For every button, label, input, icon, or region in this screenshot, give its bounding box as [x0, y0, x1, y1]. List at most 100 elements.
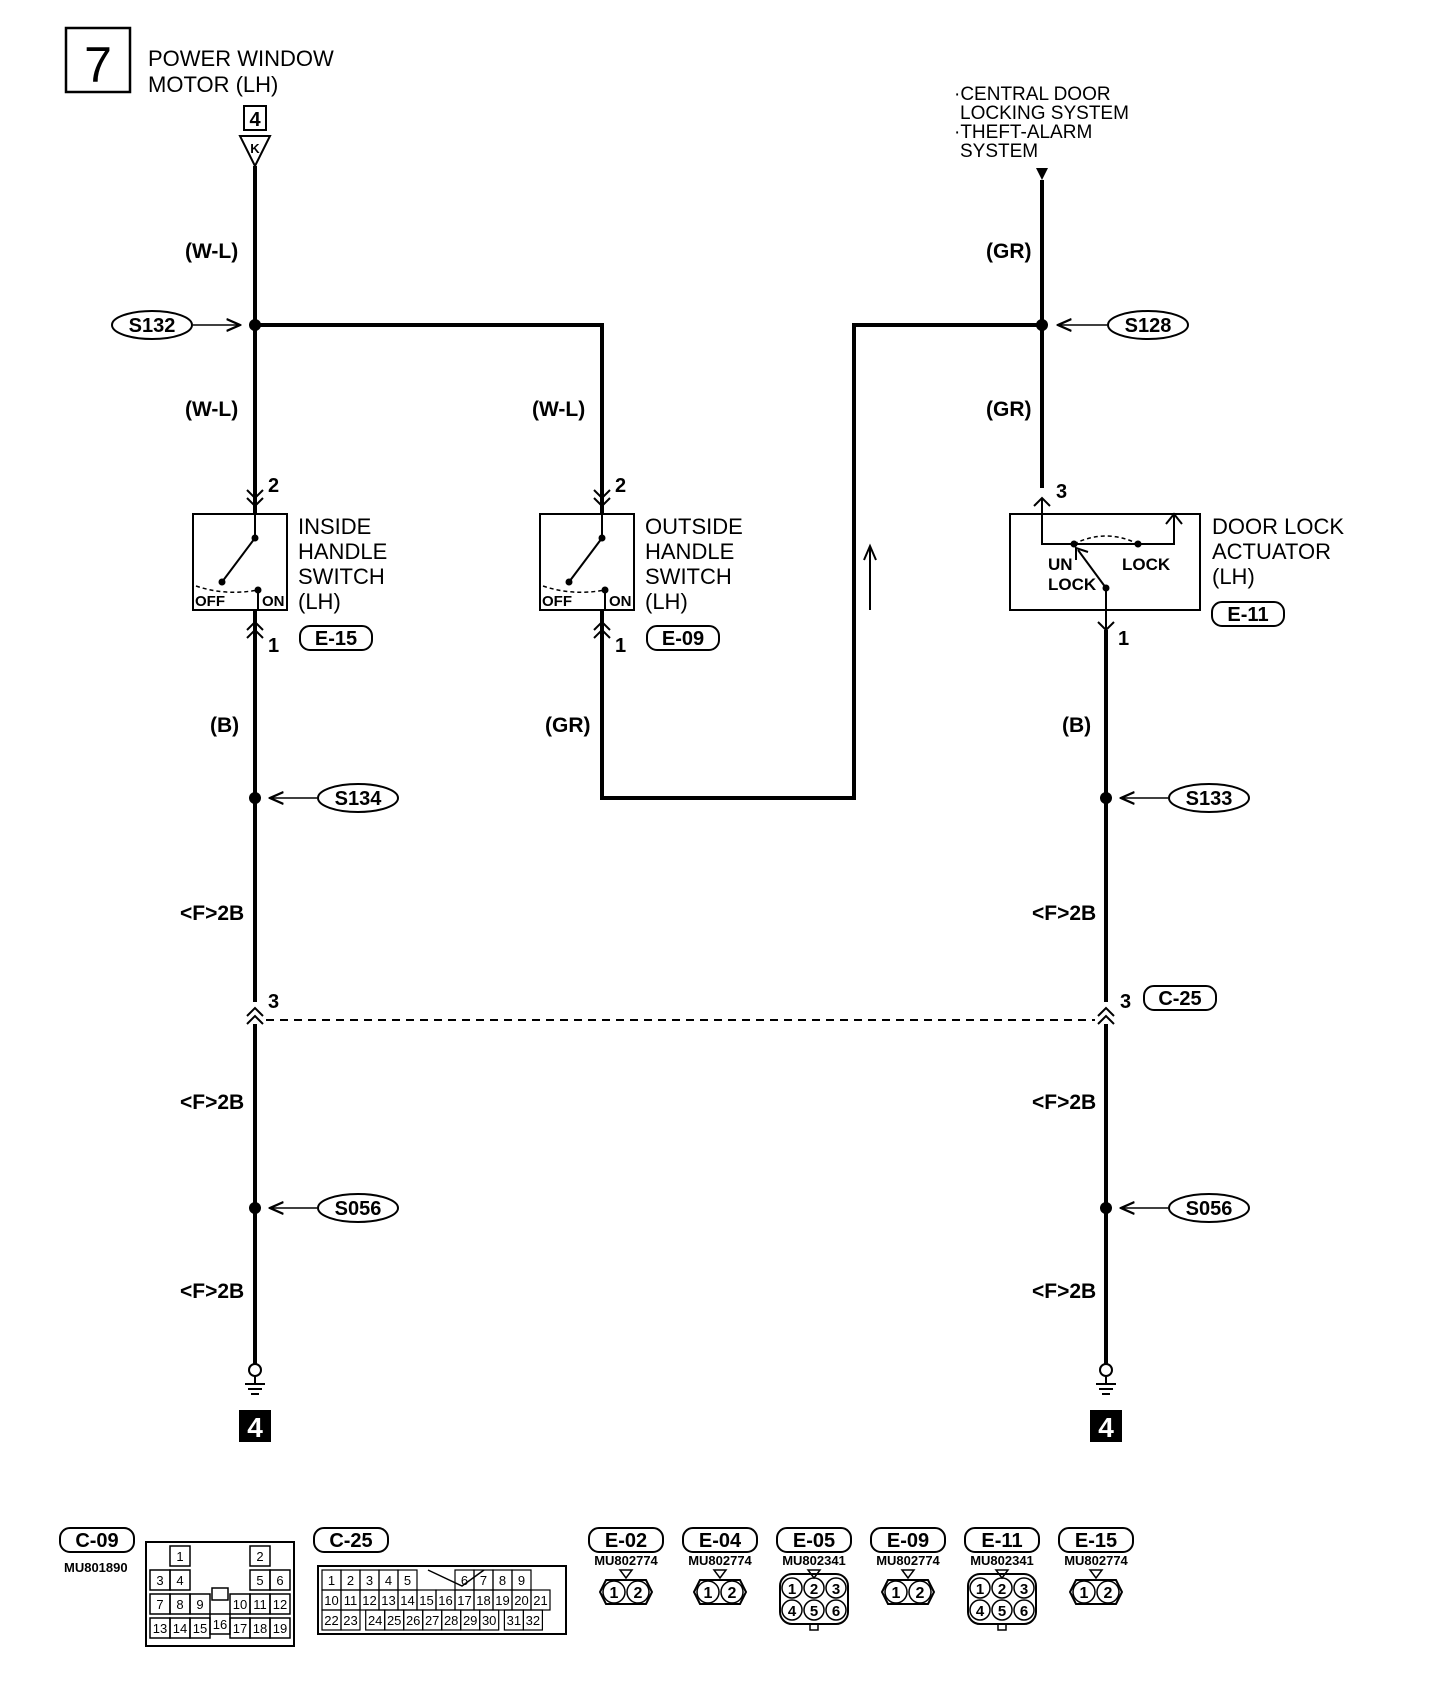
- c25-pin-number: 24: [368, 1613, 382, 1628]
- svg-text:S134: S134: [335, 788, 383, 810]
- inside-switch-box: [192, 513, 288, 611]
- c09-code: C-09: [75, 1530, 118, 1552]
- e02-tag: [588, 1527, 664, 1553]
- svg-text:11: 11: [253, 1597, 267, 1612]
- splice-label-s134: S134: [270, 783, 399, 813]
- ground-left-number-box: [239, 1410, 271, 1442]
- wire-label-2b-left-3: <F>2B: [180, 1280, 244, 1303]
- c25-pin-number: 3: [366, 1573, 373, 1588]
- e15-pin-circle: [1096, 1580, 1120, 1604]
- c25-pin-number: 12: [362, 1593, 376, 1608]
- e02-housing: [598, 1579, 654, 1605]
- e05-part: MU802341: [782, 1553, 846, 1568]
- inside-switch-label-3: SWITCH: [298, 564, 385, 589]
- wire-label-2b-left-1: <F>2B: [180, 902, 244, 925]
- e09-housing: [880, 1579, 936, 1605]
- svg-text:S133: S133: [1186, 788, 1233, 810]
- actuator-connector-tag: [1211, 601, 1285, 627]
- wire-label-2b-right-1: <F>2B: [1032, 902, 1096, 925]
- c25-pin-cell: [479, 1609, 500, 1631]
- e11-tag: [964, 1527, 1040, 1553]
- svg-text:9: 9: [196, 1597, 203, 1612]
- e02-pin-number: 2: [634, 1585, 643, 1602]
- power-window-motor-label-line1: POWER WINDOW: [148, 46, 334, 71]
- splice-label-s128: S128: [1058, 310, 1189, 340]
- ground-right-number-box: [1090, 1410, 1122, 1442]
- outside-switch-label-2: HANDLE: [645, 539, 734, 564]
- c25-pin-number: 8: [499, 1573, 506, 1588]
- section-number: 7: [84, 37, 112, 93]
- inside-switch-label-2: HANDLE: [298, 539, 387, 564]
- actuator-unlock-1: UN: [1048, 555, 1073, 574]
- e11-pin-circle: [1013, 1577, 1035, 1599]
- e02-key-mark: [618, 1569, 634, 1580]
- e05-pin-circle: [803, 1599, 825, 1621]
- c25-pin-number: 29: [463, 1613, 477, 1628]
- c25-pin-number: 20: [514, 1593, 528, 1608]
- c25-pin-number: 25: [387, 1613, 401, 1628]
- e09-code: E-09: [887, 1530, 929, 1552]
- connector-view-c09: C-09 MU801890 1 2 3 4 5 6 7 8 9 10 11 12…: [59, 1527, 295, 1647]
- svg-text:7: 7: [156, 1597, 163, 1612]
- inside-switch-label-4: (LH): [298, 589, 341, 614]
- joint-connector-tag: [1143, 985, 1217, 1011]
- actuator-label-1: DOOR LOCK: [1212, 514, 1344, 539]
- svg-text:14: 14: [173, 1621, 187, 1636]
- actuator-unlock-2: LOCK: [1048, 575, 1097, 594]
- svg-text:S056: S056: [1186, 1198, 1233, 1220]
- wire-label-w-l-top: (W-L): [185, 240, 238, 263]
- c25-pin-number: 14: [400, 1593, 414, 1608]
- c25-code: C-25: [329, 1530, 372, 1552]
- outside-switch-connector-tag: [646, 625, 720, 651]
- e11-pin-number: 6: [1020, 1603, 1028, 1620]
- e02-code: E-02: [605, 1530, 647, 1552]
- e15-pin-circle: [1072, 1580, 1096, 1604]
- svg-text:18: 18: [253, 1621, 267, 1636]
- c25-pin-number: 10: [324, 1593, 338, 1608]
- e09-pin-circle: [884, 1580, 908, 1604]
- svg-text:17: 17: [233, 1621, 247, 1636]
- wire-label-b-right: (B): [1062, 714, 1091, 737]
- e05-pin-number: 5: [810, 1603, 818, 1620]
- e11-pin-circle: [969, 1577, 991, 1599]
- e15-key-mark: [1088, 1569, 1104, 1580]
- wire-label-w-l-middle: (W-L): [532, 398, 585, 421]
- e02-part: MU802774: [594, 1553, 658, 1568]
- svg-text:S128: S128: [1125, 315, 1172, 337]
- c25-pin-number: 6: [461, 1573, 468, 1588]
- c25-pin-number: 4: [385, 1573, 392, 1588]
- e15-pin-number: 1: [1080, 1585, 1089, 1602]
- c25-pin-number: 23: [343, 1613, 357, 1628]
- outside-switch-pin2: 2: [615, 475, 626, 497]
- splice-dot-s132: [249, 319, 261, 331]
- e04-part: MU802774: [688, 1553, 752, 1568]
- e11-latch: [997, 1623, 1007, 1631]
- central-door-label-line2: LOCKING SYSTEM: [960, 103, 1129, 124]
- wire-label-gr-right: (GR): [986, 398, 1032, 421]
- wire-label-gr-middle: (GR): [545, 714, 591, 737]
- inside-switch-label-1: INSIDE: [298, 514, 371, 539]
- e05-pin-circle: [781, 1599, 803, 1621]
- actuator-pin1-connector: [1097, 621, 1115, 632]
- splice-dot-s128: [1036, 319, 1048, 331]
- c25-pin-number: 13: [381, 1593, 395, 1608]
- inside-switch-connector-code: E-15: [315, 628, 357, 650]
- c09-part: MU801890: [64, 1560, 128, 1575]
- e15-part: MU802774: [1064, 1553, 1128, 1568]
- c25-pin-number: 19: [495, 1593, 509, 1608]
- e15-code: E-15: [1075, 1530, 1117, 1552]
- splice-label-s132: S132: [111, 310, 240, 340]
- svg-text:16: 16: [213, 1617, 227, 1632]
- e11-code: E-11: [981, 1530, 1022, 1552]
- c25-pin-number: 9: [518, 1573, 525, 1588]
- splice-dot-s133: [1100, 792, 1112, 804]
- wire-label-b-left: (B): [210, 714, 239, 737]
- c25-pin-number: 32: [526, 1613, 540, 1628]
- c25-pin-cell: [340, 1609, 361, 1631]
- outside-switch-label-4: (LH): [645, 589, 688, 614]
- e04-pin-number: 2: [728, 1585, 737, 1602]
- joint-left-connector: [246, 1006, 264, 1025]
- c25-pin-number: 27: [425, 1613, 439, 1628]
